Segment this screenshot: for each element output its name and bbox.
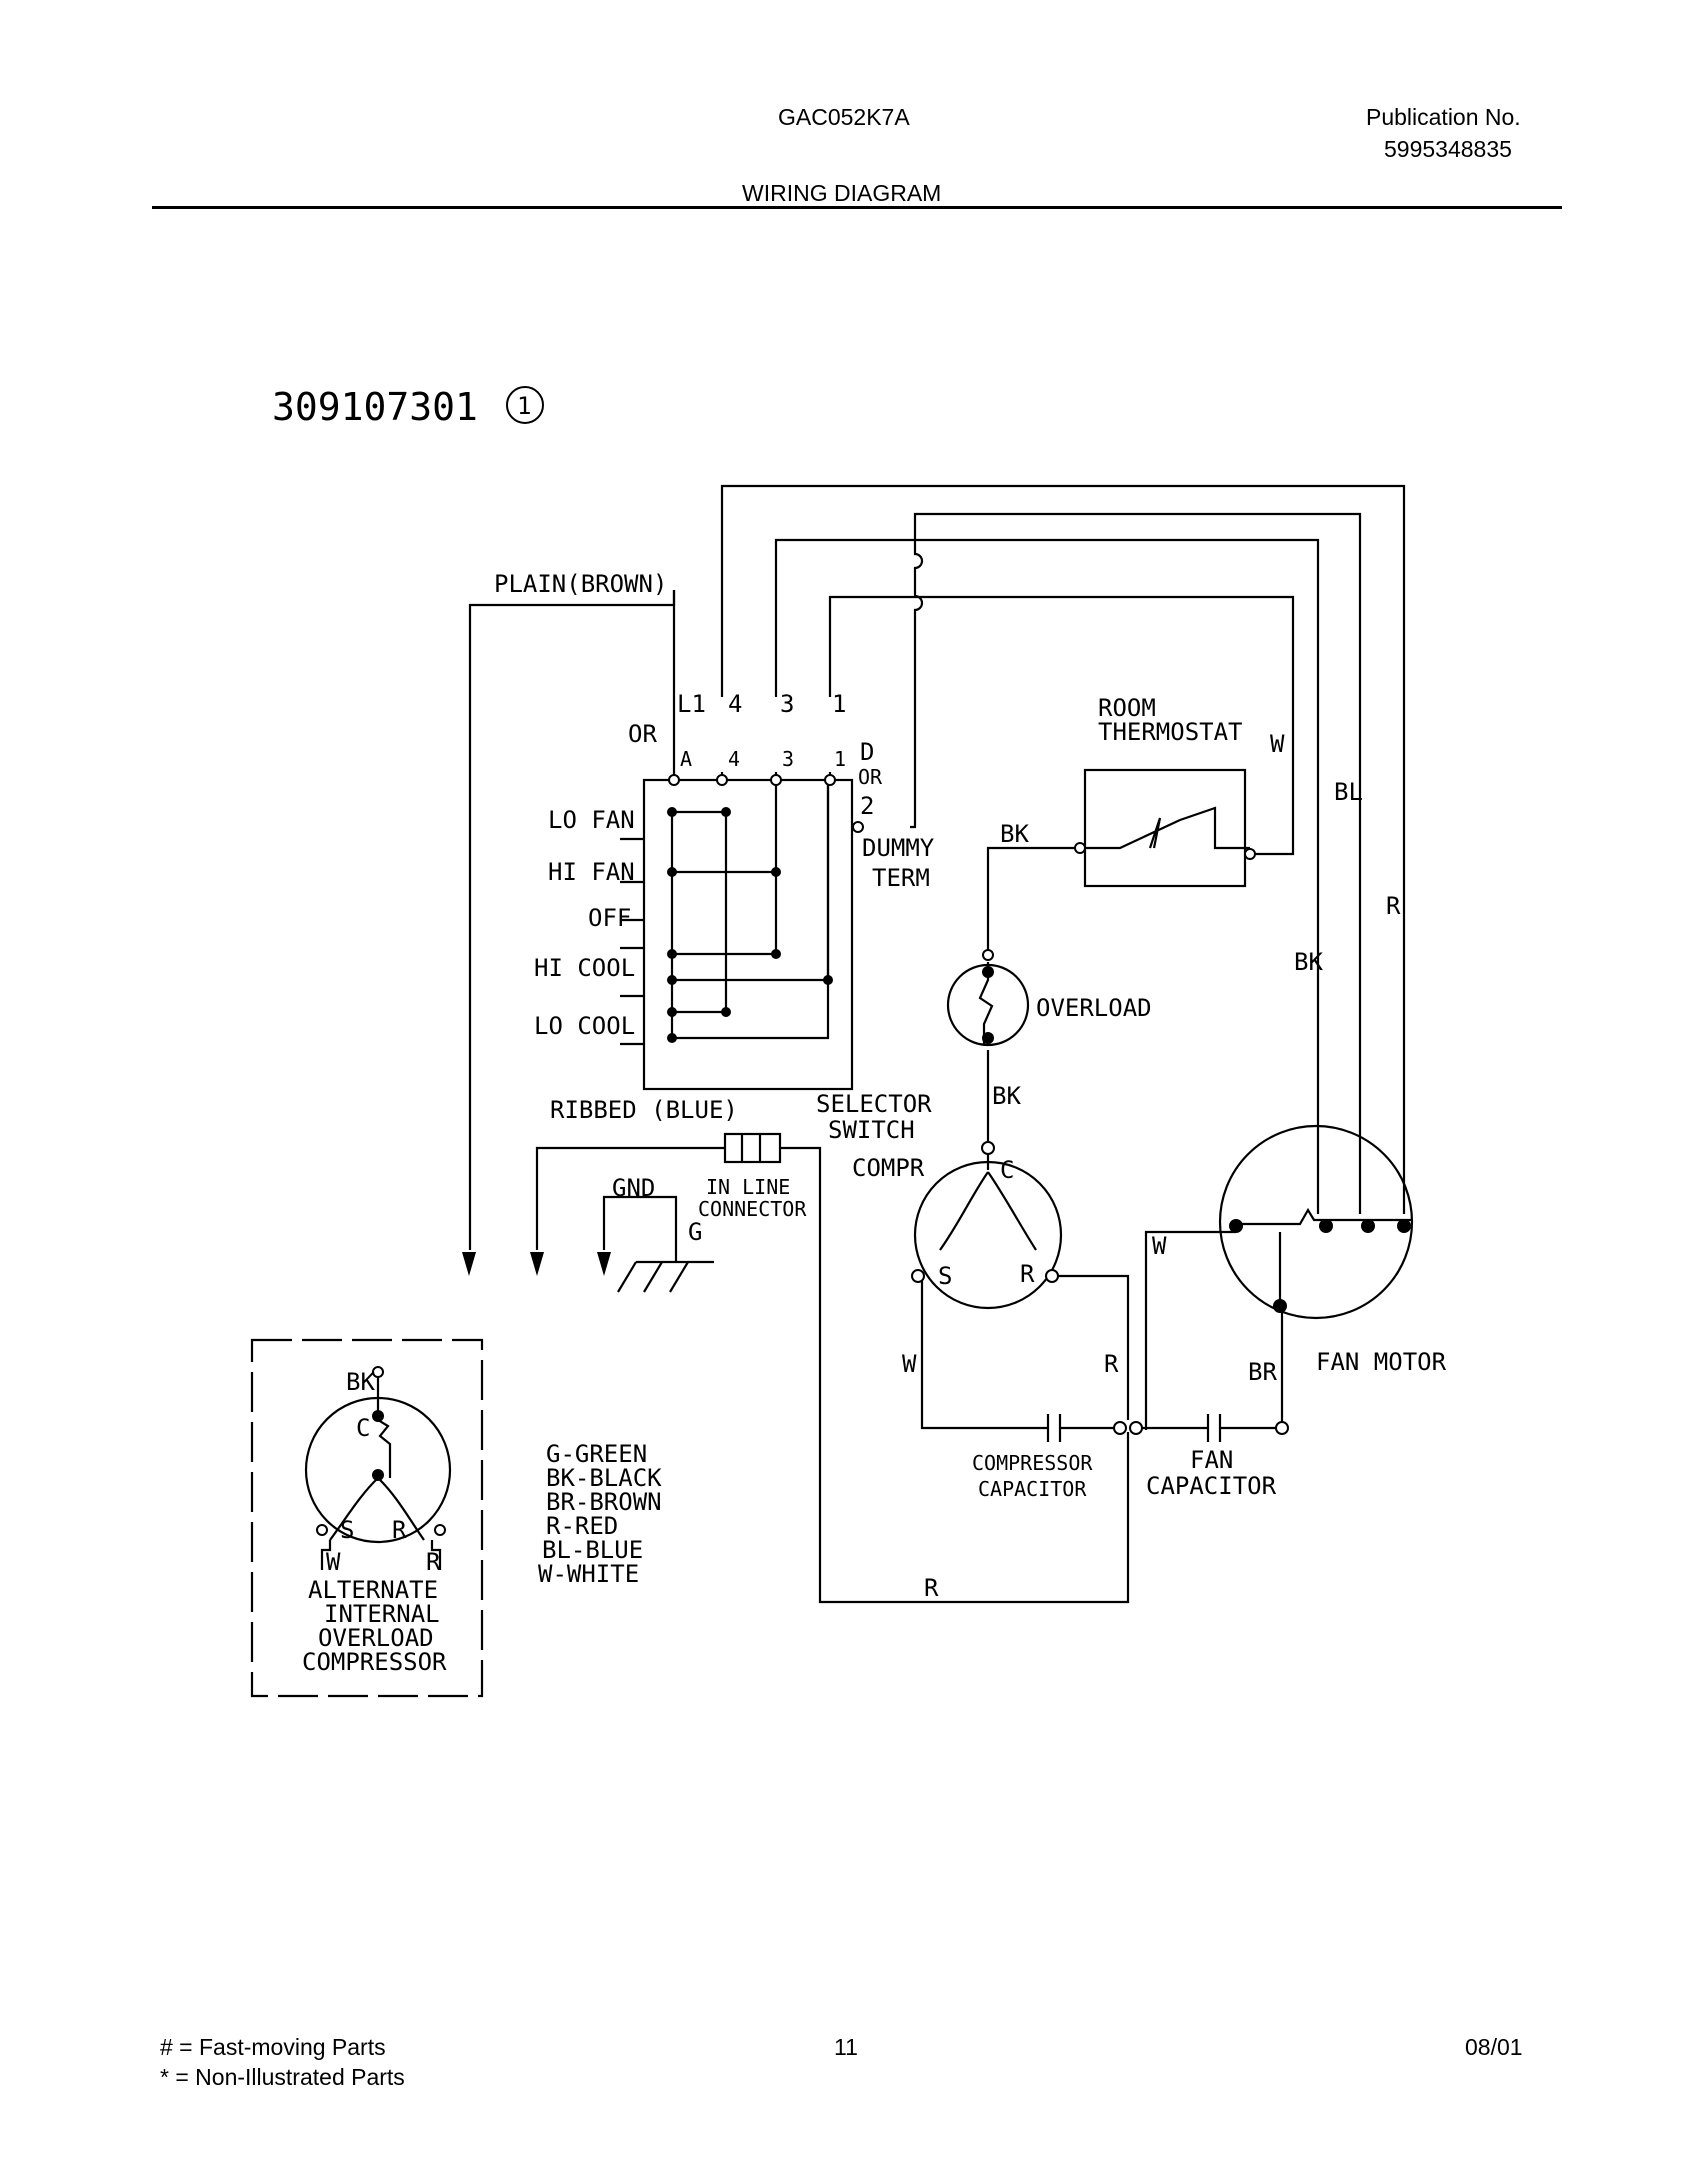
- terminal-1: 1: [834, 747, 846, 771]
- selector-label: SELECTOR: [816, 1090, 932, 1118]
- dummy-term-label: DUMMY: [862, 834, 935, 862]
- fan-wire-br: BR: [1248, 1358, 1277, 1386]
- compressor-terminal-s: S: [938, 1262, 952, 1290]
- selector-label-2: SWITCH: [828, 1116, 915, 1144]
- revision-number: 1: [517, 392, 531, 420]
- position-hi-fan: HI FAN: [548, 858, 635, 886]
- model-number: GAC052K7A: [778, 104, 910, 130]
- terminal-3: 3: [782, 747, 794, 771]
- legend-white: W-WHITE: [538, 1560, 639, 1588]
- page-title: WIRING DIAGRAM: [742, 180, 942, 206]
- g-label: G: [688, 1218, 702, 1246]
- selector-switch-box: [642, 778, 854, 1091]
- or-small: OR: [858, 765, 883, 789]
- publication-number: 5995348835: [1384, 136, 1512, 162]
- wire-bk-thermostat: [986, 846, 1080, 955]
- compressor-terminal-r: R: [1020, 1260, 1035, 1288]
- position-lo-fan: LO FAN: [548, 806, 635, 834]
- thermostat-wire-bk: BK: [1000, 820, 1029, 848]
- alternate-c: C: [356, 1414, 370, 1442]
- dummy-term-label-2: TERM: [872, 864, 930, 892]
- compressor-circle: [913, 1160, 1063, 1310]
- thermostat-wire-w: W: [1270, 730, 1285, 758]
- fan-capacitor-label-2: CAPACITOR: [1146, 1472, 1277, 1500]
- compressor-wire-r: R: [1104, 1350, 1119, 1378]
- alternate-box: [250, 1338, 484, 1698]
- footer-non-illustrated: * = Non-Illustrated Parts: [160, 2064, 405, 2090]
- wire-l1-loop: [720, 484, 1406, 1214]
- gnd-label: GND: [612, 1174, 655, 1202]
- terminal-d: D: [860, 738, 874, 766]
- terminal-4: 4: [728, 747, 740, 771]
- footer-date: 08/01: [1465, 2034, 1523, 2060]
- legend-red: R-RED: [546, 1512, 618, 1540]
- connector-label-2: CONNECTOR: [698, 1197, 807, 1221]
- alternate-r2: R: [426, 1548, 441, 1576]
- legend-green: G-GREEN: [546, 1440, 647, 1468]
- compressor-capacitor-label: COMPRESSOR: [972, 1451, 1093, 1475]
- alternate-label-4: COMPRESSOR: [302, 1648, 447, 1676]
- fan-wire-r: R: [1386, 892, 1401, 920]
- or-label: OR: [628, 720, 657, 748]
- position-off: OFF: [588, 904, 631, 932]
- terminal-4-top: 4: [728, 690, 742, 718]
- fan-wire-bl: BL: [1334, 778, 1363, 806]
- compressor-capacitor-label-2: CAPACITOR: [978, 1477, 1087, 1501]
- bottom-wire-r: R: [924, 1574, 939, 1602]
- wire-4-bl: [774, 538, 1320, 1214]
- fan-motor-label: FAN MOTOR: [1316, 1348, 1447, 1376]
- fan-wire-bk: BK: [1294, 948, 1323, 976]
- wire-fan-w: [1144, 1230, 1236, 1430]
- alternate-bk: BK: [346, 1368, 375, 1396]
- compressor-wire-w: W: [902, 1350, 917, 1378]
- wire-ribbed-out: [780, 1146, 1130, 1604]
- compressor-label: COMPR: [852, 1154, 925, 1182]
- thermostat-label: ROOM: [1098, 694, 1156, 722]
- header-rule: [152, 206, 1562, 209]
- page-number: 11: [834, 2034, 858, 2060]
- alternate-r: R: [392, 1516, 407, 1544]
- connector-label: IN LINE: [706, 1175, 790, 1199]
- in-line-connector: [723, 1132, 782, 1164]
- legend-blue: BL-BLUE: [542, 1536, 643, 1564]
- wire-ribbed-label: RIBBED (BLUE): [550, 1096, 738, 1124]
- alternate-label-2: INTERNAL: [324, 1600, 440, 1628]
- room-thermostat-box: [1083, 768, 1247, 888]
- terminal-2: 2: [860, 792, 874, 820]
- wire-plain-label: PLAIN(BROWN): [494, 570, 667, 598]
- terminal-3-top: 3: [780, 690, 794, 718]
- position-lo-cool: LO COOL: [534, 1012, 635, 1040]
- legend-black: BK-BLACK: [546, 1464, 662, 1492]
- footer-fast-moving: # = Fast-moving Parts: [160, 2034, 386, 2060]
- thermostat-label-2: THERMOSTAT: [1098, 718, 1243, 746]
- terminal-a: A: [680, 747, 692, 771]
- wire-ribbed-blue: [535, 1146, 725, 1250]
- legend-brown: BR-BROWN: [546, 1488, 662, 1516]
- publication-label: Publication No.: [1366, 104, 1521, 130]
- part-number: 309107301: [272, 385, 478, 429]
- fan-capacitor-label: FAN: [1190, 1446, 1233, 1474]
- wire-plain-brown: [468, 590, 676, 1250]
- wire-3-thermostat: [828, 595, 1295, 856]
- terminal-l1: L1: [677, 690, 706, 718]
- alternate-w: W: [326, 1548, 341, 1576]
- alternate-label-3: OVERLOAD: [318, 1624, 434, 1652]
- compressor-terminal-c: C: [1000, 1156, 1014, 1184]
- fan-motor-circle: [1218, 1124, 1414, 1320]
- alternate-label: ALTERNATE: [308, 1576, 438, 1604]
- overload-wire-bk: BK: [992, 1082, 1021, 1110]
- wire-dummy-r: [910, 512, 1362, 1214]
- fan-wire-w: W: [1152, 1232, 1167, 1260]
- terminal-1-top: 1: [832, 690, 846, 718]
- alternate-s: S: [340, 1516, 354, 1544]
- overload-label: OVERLOAD: [1036, 994, 1152, 1022]
- position-hi-cool: HI COOL: [534, 954, 635, 982]
